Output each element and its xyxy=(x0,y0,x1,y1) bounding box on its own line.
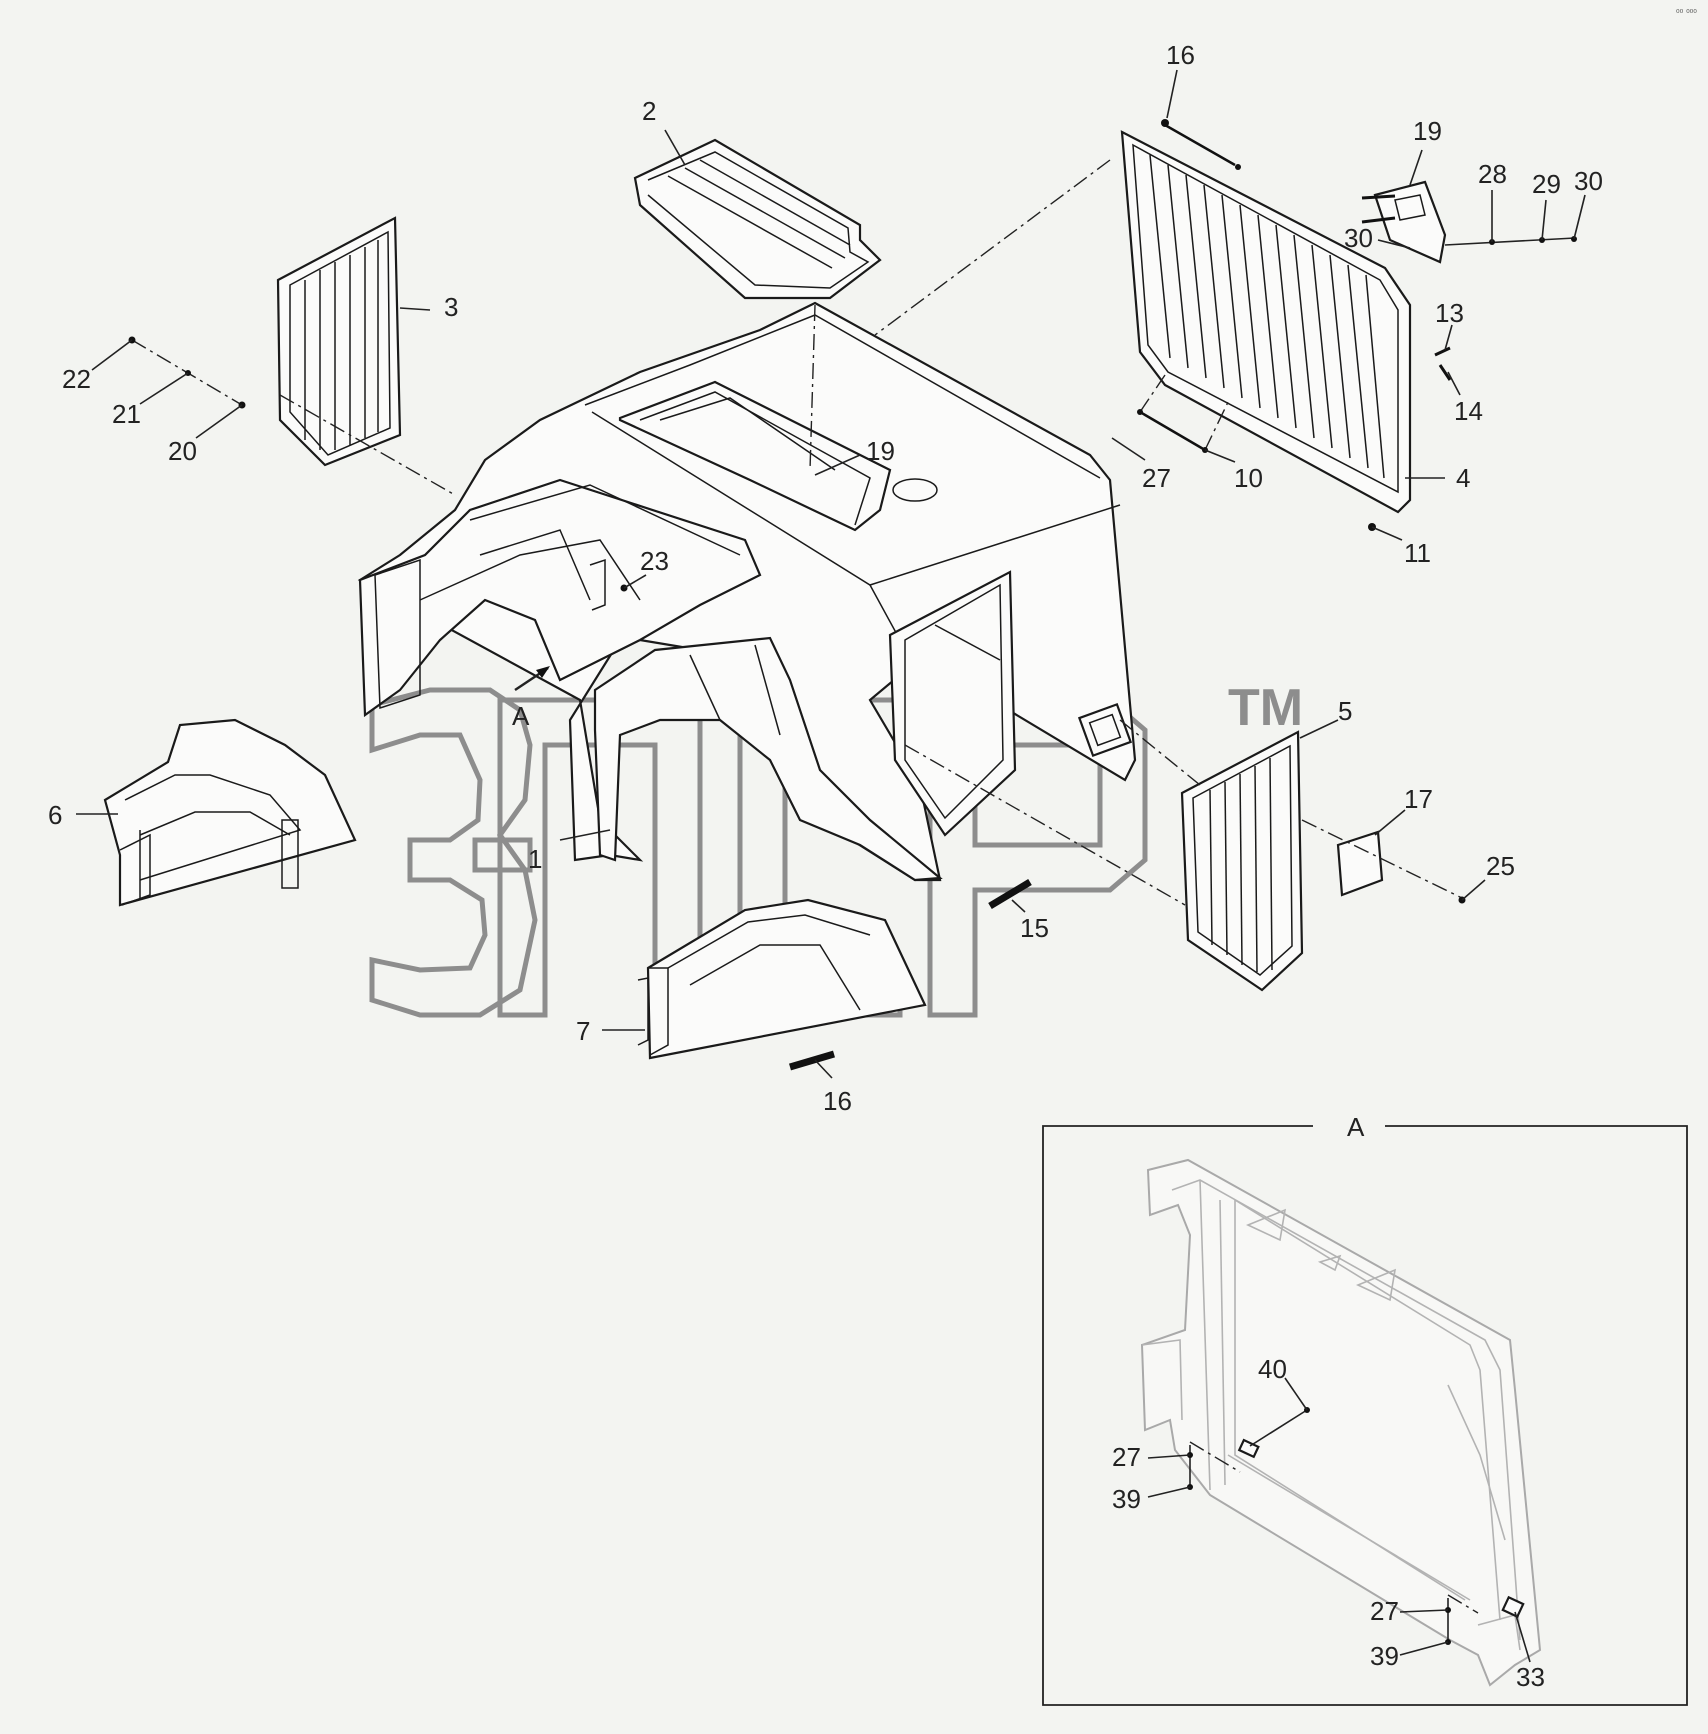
callout-3: 3 xyxy=(444,292,458,322)
callout-23: 23 xyxy=(640,546,669,576)
callout-22: 22 xyxy=(62,364,91,394)
part-3-left-window: 3 22 21 20 xyxy=(62,216,458,496)
callout-21: 21 xyxy=(112,399,141,429)
callout-14: 16 xyxy=(1166,40,1195,70)
callout-27: 28 xyxy=(1478,159,1507,189)
cab-shell: 1 xyxy=(357,301,1137,882)
corner-mark: ⁰⁰ ⁰⁰⁰ xyxy=(1676,9,1697,19)
callout-2: 2 xyxy=(642,96,656,126)
callout-1: 1 xyxy=(528,844,542,874)
part-6-left-fender: 6 xyxy=(48,718,357,907)
callout-16: 16 xyxy=(823,1086,852,1116)
detail-callout-27b: 27 xyxy=(1370,1596,1399,1626)
detail-view-a: A 40 27 39 33 xyxy=(1042,1112,1688,1706)
part-5-side-window: 5 17 25 xyxy=(904,696,1515,992)
callout-30: 30 xyxy=(1344,223,1373,253)
detail-callout-39a: 39 xyxy=(1112,1484,1141,1514)
callout-13: 14 xyxy=(1454,396,1483,426)
callout-29: 30 xyxy=(1574,166,1603,196)
detail-view-title: A xyxy=(1347,1112,1365,1142)
detail-callout-39b: 39 xyxy=(1370,1641,1399,1671)
callout-11: 11 xyxy=(1404,538,1431,568)
view-arrow-a: A xyxy=(512,666,550,731)
callout-group-19-23: 19 23 xyxy=(589,436,895,611)
part-7-front-fender: 7 xyxy=(576,898,927,1060)
callout-4: 4 xyxy=(1456,463,1470,493)
callout-10: 10 xyxy=(1234,463,1263,493)
view-arrow-label: A xyxy=(512,701,530,731)
watermark-trademark: TM xyxy=(1228,679,1303,737)
callout-5: 5 xyxy=(1338,696,1352,726)
callout-24: 27 xyxy=(1142,463,1171,493)
part-2-roof-hatch: 2 xyxy=(633,96,882,471)
callout-25: 25 xyxy=(1486,851,1515,881)
part-4-rear-window: 4 16 19 30 28 29 30 13 14 xyxy=(874,40,1603,568)
callout-18: 19 xyxy=(1413,116,1442,146)
callout-7: 7 xyxy=(576,1016,590,1046)
detail-callout-33: 33 xyxy=(1516,1662,1545,1692)
callout-19: 19 xyxy=(866,436,895,466)
callout-12: 13 xyxy=(1435,298,1464,328)
callout-20: 20 xyxy=(168,436,197,466)
detail-callout-27a: 27 xyxy=(1112,1442,1141,1472)
callout-6: 6 xyxy=(48,800,62,830)
callout-17: 17 xyxy=(1404,784,1433,814)
strips-15-16: 15 16 xyxy=(789,878,1049,1116)
callout-28: 29 xyxy=(1532,169,1561,199)
callout-15: 15 xyxy=(1020,913,1049,943)
detail-callout-40: 40 xyxy=(1258,1354,1287,1384)
